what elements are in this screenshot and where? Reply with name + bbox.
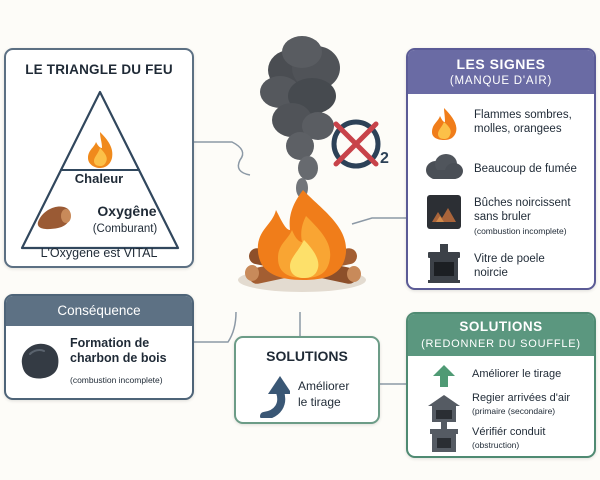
wood-icon (37, 206, 71, 230)
sign-item-3-note: (combustion incomplete) (474, 226, 567, 236)
center-solutions-title: SOLUTIONS (266, 348, 348, 364)
solution-item-draft: Améliorer le tirage (472, 368, 594, 381)
fire-illustration (238, 36, 366, 292)
sign-item-4-line-1: Vitre de poele (474, 253, 545, 265)
signs-panel: LES SIGNES (MANQUE D'AIR) Flammes sombre… (406, 48, 596, 290)
triangle-diagram (20, 90, 180, 250)
sign-item-dark-flames: Flammes sombres, molles, orangees (474, 108, 592, 136)
flue-stove-icon (430, 422, 458, 452)
o2-subscript: 2 (380, 150, 389, 167)
smoke-cloud-icon (426, 154, 463, 179)
charcoal-icon (21, 343, 59, 379)
triangle-vital-note: L'Oxygene est VITAL (40, 246, 158, 260)
signs-header: LES SIGNES (MANQUE D'AIR) (408, 50, 594, 94)
consequence-line-2: charbon de bois (70, 351, 167, 365)
triangle-heat-label: Chaleur (74, 171, 124, 186)
sign-item-1-line-1: Flammes sombres, (474, 109, 572, 121)
consequence-text: Formation de charbon de bois (70, 336, 190, 366)
blackened-logs-icon (427, 195, 461, 229)
no-oxygen-icon (331, 119, 381, 169)
connector-signes (351, 217, 406, 225)
solution-item-1-line-1: Améliorer le tirage (472, 368, 562, 380)
up-arrow-icon (433, 365, 455, 387)
solution-item-air-intake: Regier arrivées d'air (primaire (seconda… (472, 392, 594, 418)
sign-item-1-line-2: molles, orangees (474, 123, 562, 135)
solutions-title: SOLUTIONS (459, 319, 543, 334)
flame-icon (257, 190, 347, 280)
solution-item-2-note: (primaire (secondaire) (472, 406, 556, 416)
sign-item-smoke: Beaucoup de fumée (474, 162, 592, 176)
consequence-line-1: Formation de (70, 336, 150, 350)
heat-flame-icon (88, 132, 113, 168)
sign-item-blackened-logs: Bûches noircissent sans bruler (combusti… (474, 196, 592, 238)
solution-item-3-line-1: Vérifiér conduit (472, 426, 546, 438)
consequence-panel: Conséquence Formation de charbon de bois… (4, 294, 194, 400)
solutions-header: SOLUTIONS (REDONNER DU SOUFFLE) (408, 314, 594, 356)
triangle-oxidizer-label: (Comburant) (92, 223, 158, 235)
sign-item-blackened-glass: Vitre de poele noircie (474, 252, 592, 280)
smoke-icon (260, 36, 340, 198)
orange-flame-icon (432, 108, 457, 140)
signs-subtitle: (MANQUE D'AIR) (449, 75, 553, 87)
solution-item-flue: Vérifiér conduit (obstruction) (472, 426, 594, 452)
connector-triangle (194, 141, 251, 176)
sign-item-4-line-2: noircie (474, 267, 508, 279)
solution-item-3-note: (obstruction) (472, 440, 520, 450)
air-vent-stove-icon (428, 395, 460, 422)
sign-item-3-line-2: sans bruler (474, 211, 531, 223)
fire-triangle-panel: LE TRIANGLE DU FEU Chaleur Oxygêne (Comb… (4, 48, 194, 268)
sign-item-2-line-1: Beaucoup de fumée (474, 163, 577, 175)
solutions-subtitle: (REDONNER DU SOUFFLE) (421, 338, 581, 350)
connector-consequence (194, 311, 237, 343)
signs-title: LES SIGNES (456, 56, 546, 72)
consequence-note: (combustion incomplete) (70, 375, 163, 385)
triangle-title: LE TRIANGLE DU FEU (25, 62, 173, 77)
solutions-panel: SOLUTIONS (REDONNER DU SOUFFLE) Améliore… (406, 312, 596, 458)
sign-item-3-line-1: Bûches noircissent (474, 197, 571, 209)
center-solutions-line-2: le tirage (298, 395, 341, 409)
stove-icon (428, 244, 460, 283)
consequence-title: Conséquence (6, 296, 192, 326)
solution-item-2-line-1: Regier arrivées d'air (472, 392, 571, 404)
center-solutions-line-1: Améliorer (298, 379, 350, 393)
draft-arrow-icon (260, 376, 290, 418)
triangle-oxygen-label: Oxygêne (97, 203, 157, 219)
center-solutions-text: Améliorer le tirage (298, 378, 378, 410)
center-solutions-panel: SOLUTIONS Améliorer le tirage (234, 336, 380, 424)
